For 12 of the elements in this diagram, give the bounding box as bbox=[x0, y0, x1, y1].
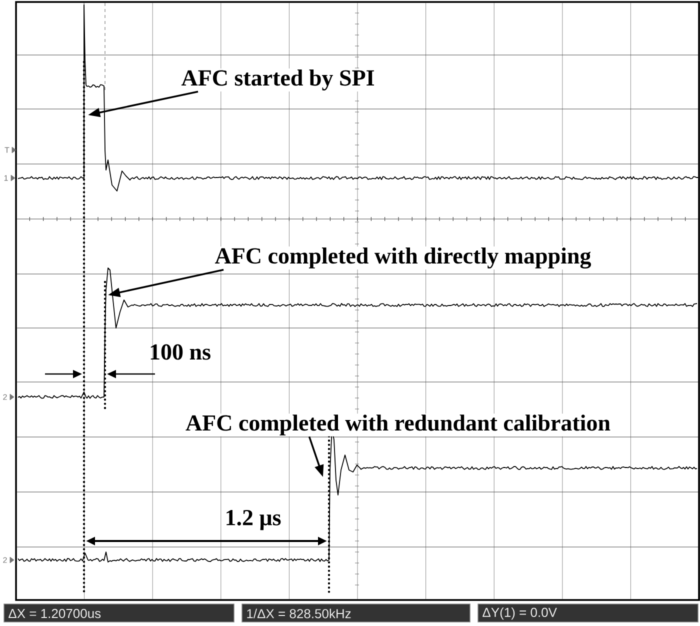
channel-marker: T bbox=[4, 147, 10, 153]
annotation-text: AFC completed with redundant calibration bbox=[184, 414, 612, 436]
dimension-label: 100 ns bbox=[150, 344, 210, 360]
channel-marker: 2 bbox=[3, 394, 7, 400]
channel-marker: 2 bbox=[3, 557, 7, 563]
channel-marker: 1 bbox=[4, 175, 8, 181]
status-field: 1/ΔX = 828.50kHz bbox=[242, 604, 470, 622]
status-field: ΔX = 1.20700us bbox=[4, 604, 234, 622]
annotation-text: AFC completed with directly mapping bbox=[214, 246, 592, 270]
status-field: ΔY(1) = 0.0V bbox=[478, 604, 698, 622]
dimension-label: 1.2 μs bbox=[226, 510, 281, 530]
annotation-text: AFC started by SPI bbox=[180, 68, 376, 92]
